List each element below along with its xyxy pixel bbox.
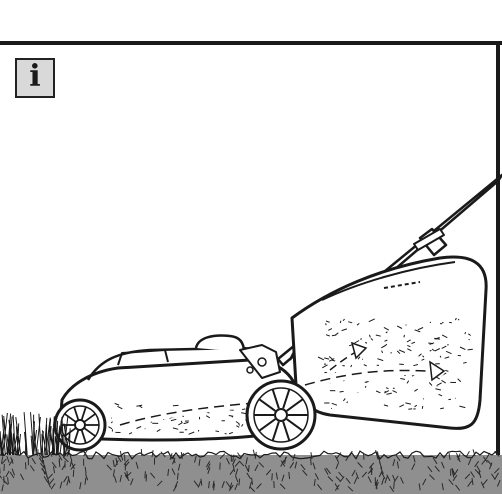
- info-icon: i: [15, 58, 55, 98]
- lawn-ground: [0, 449, 502, 494]
- grass-catcher: [292, 257, 486, 428]
- rear-wheel: [247, 381, 315, 449]
- info-icon-glyph: i: [29, 62, 40, 92]
